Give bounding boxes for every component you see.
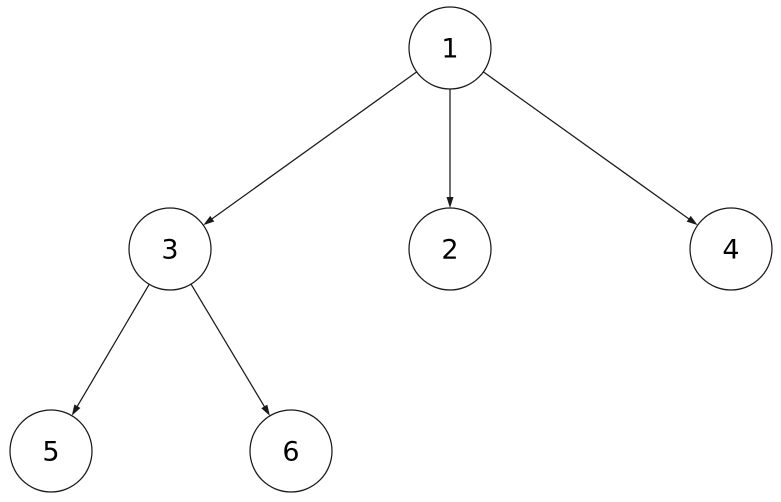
graph-node[interactable]: 6 bbox=[249, 409, 333, 493]
node-circle[interactable] bbox=[249, 409, 333, 493]
graph-node[interactable]: 4 bbox=[689, 207, 773, 291]
edge-arrowhead-icon bbox=[261, 404, 270, 416]
edge-arrowhead-icon bbox=[446, 197, 454, 208]
graph-edge bbox=[482, 71, 698, 226]
node-label: 5 bbox=[42, 437, 59, 468]
graph-edge bbox=[71, 284, 150, 416]
node-circle[interactable] bbox=[9, 409, 93, 493]
graph-node[interactable]: 1 bbox=[408, 6, 492, 90]
edge-line bbox=[482, 71, 691, 221]
node-circle[interactable] bbox=[408, 6, 492, 90]
graph-node[interactable]: 2 bbox=[408, 207, 492, 291]
nodes-layer: 1 2 3 4 5 6 bbox=[9, 6, 773, 493]
graph-edge bbox=[446, 89, 454, 208]
edge-line bbox=[76, 284, 150, 408]
edge-line bbox=[190, 283, 266, 409]
node-circle[interactable] bbox=[689, 207, 773, 291]
graph-edge bbox=[190, 283, 270, 416]
edges-layer bbox=[71, 71, 698, 416]
node-label: 3 bbox=[161, 235, 178, 266]
node-label: 2 bbox=[441, 235, 458, 266]
edge-arrowhead-icon bbox=[686, 215, 698, 226]
node-label: 1 bbox=[441, 34, 458, 65]
edge-line bbox=[210, 71, 418, 221]
edge-arrowhead-icon bbox=[203, 215, 215, 226]
graph-edge bbox=[203, 71, 418, 226]
node-circle[interactable] bbox=[408, 207, 492, 291]
graph-node[interactable]: 3 bbox=[128, 207, 212, 291]
graph-node[interactable]: 5 bbox=[9, 409, 93, 493]
node-label: 6 bbox=[282, 437, 299, 468]
edge-arrowhead-icon bbox=[71, 404, 81, 416]
node-label: 4 bbox=[722, 235, 739, 266]
node-circle[interactable] bbox=[128, 207, 212, 291]
